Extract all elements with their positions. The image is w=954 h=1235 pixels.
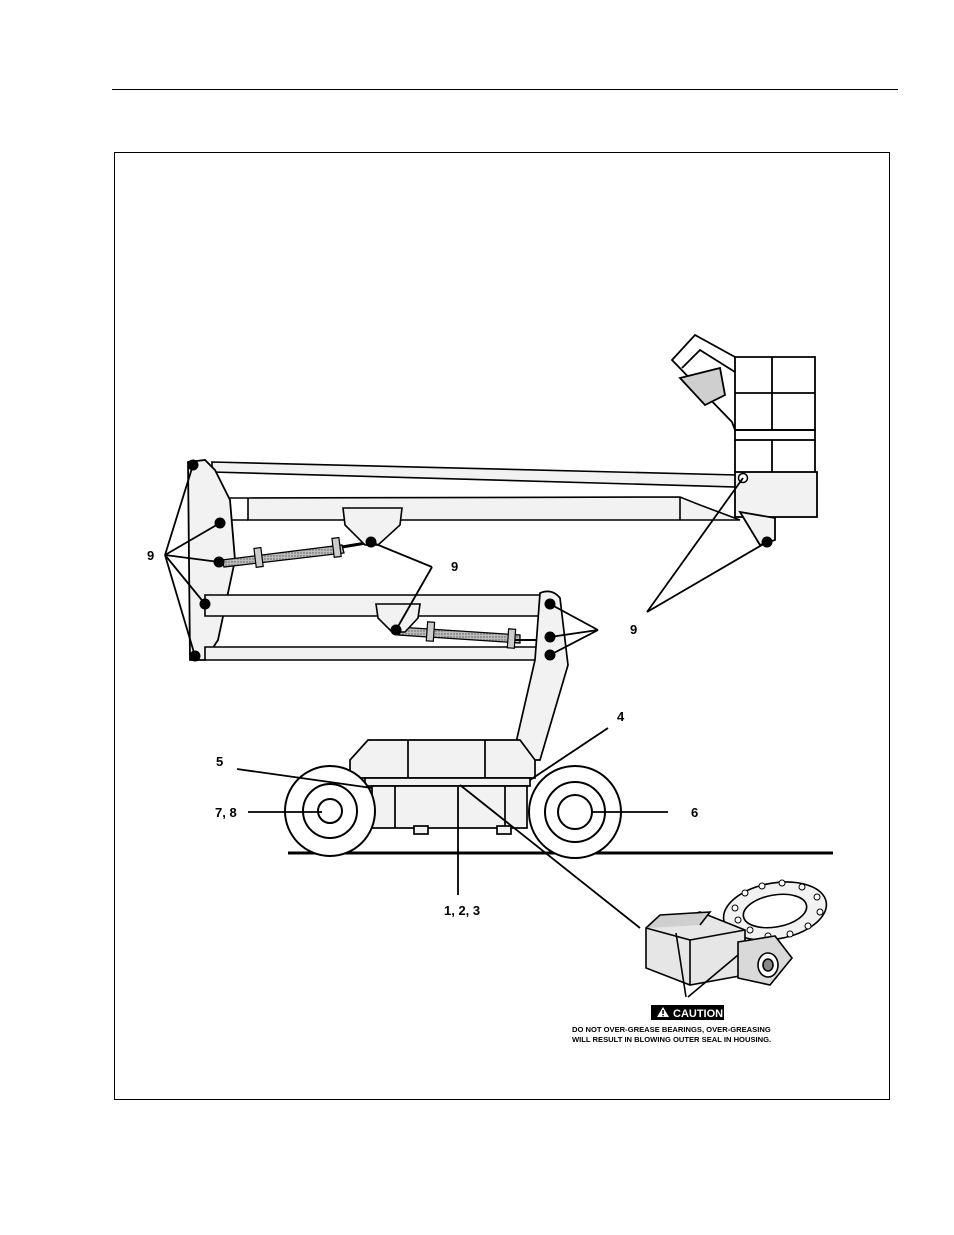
caution-line-2: WILL RESULT IN BLOWING OUTER SEAL IN HOU… bbox=[572, 1035, 771, 1044]
callout-slew-gear: 5 bbox=[216, 754, 223, 769]
callout-upper-pivots: 9 bbox=[630, 622, 637, 637]
callout-boom-pivots: 9 bbox=[147, 548, 154, 563]
callout-rear-wheel: 7, 8 bbox=[215, 805, 237, 820]
callout-drive-items: 1, 2, 3 bbox=[444, 903, 480, 918]
mid-boom bbox=[205, 595, 545, 660]
callout-turntable-bearing: 4 bbox=[617, 709, 625, 724]
rear-wheel bbox=[285, 766, 375, 856]
callout-front-wheel: 6 bbox=[691, 805, 698, 820]
upper-boom bbox=[212, 462, 740, 520]
leader-lines bbox=[165, 465, 767, 928]
caution-line-1: DO NOT OVER-GREASE BEARINGS, OVER-GREASI… bbox=[572, 1025, 771, 1034]
caution-label: CAUTION bbox=[673, 1008, 723, 1020]
callout-cylinder-pins: 9 bbox=[451, 559, 458, 574]
bearing-detail-inset bbox=[646, 874, 831, 997]
chassis bbox=[372, 786, 527, 834]
caution-badge: CAUTION bbox=[651, 1005, 724, 1020]
turntable bbox=[350, 740, 535, 786]
